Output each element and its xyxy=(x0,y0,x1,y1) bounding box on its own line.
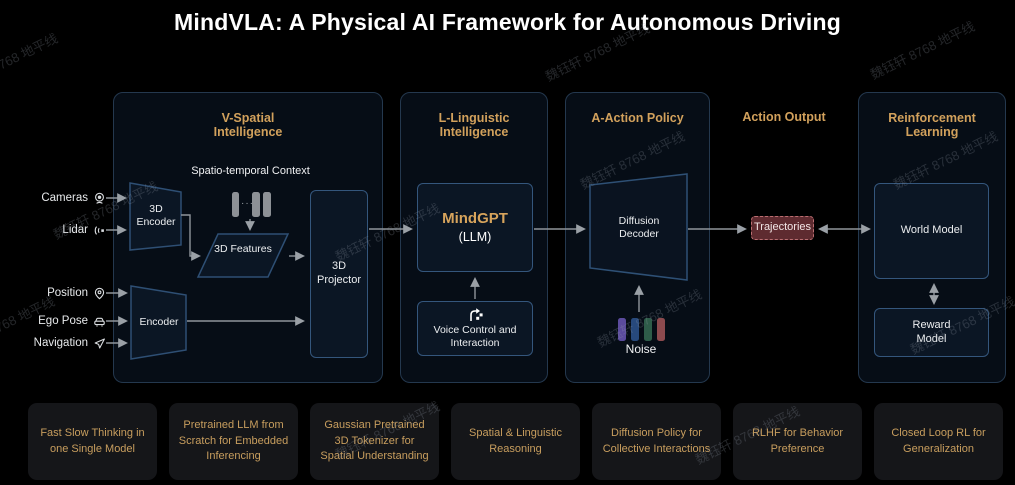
input-ego-pose: Ego Pose xyxy=(0,312,106,330)
panel-title-spatial: V-Spatial Intelligence xyxy=(213,111,283,140)
input-navigation: Navigation xyxy=(0,334,106,352)
takeaway-card: Gaussian Pretrained 3D Tokenizer for Spa… xyxy=(310,403,439,480)
noise-bar-purple xyxy=(618,318,626,341)
navigation-icon xyxy=(93,337,106,350)
mindgpt-sub-label: (LLM) xyxy=(458,229,492,244)
context-bar xyxy=(263,192,271,217)
takeaway-card: Spatial & Linguistic Reasoning xyxy=(451,403,580,480)
takeaway-card: Closed Loop RL for Generalization xyxy=(874,403,1003,480)
car-icon xyxy=(93,315,106,328)
spatio-temporal-context-label: Spatio-temporal Context xyxy=(191,165,310,177)
panel-title-linguistic: L-Linguistic Intelligence xyxy=(438,111,510,140)
action-output-title: Action Output xyxy=(742,110,826,124)
voice-control-label: Voice Control and Interaction xyxy=(433,323,517,349)
page-title: MindVLA: A Physical AI Framework for Aut… xyxy=(174,9,841,35)
voice-interaction-icon xyxy=(467,307,484,322)
takeaway-card: Diffusion Policy for Collective Interact… xyxy=(592,403,721,480)
features-3d-shape xyxy=(196,233,290,278)
diffusion-decoder-label: Diffusion Decoder xyxy=(618,215,660,241)
projector-3d-node: 3D Projector xyxy=(310,190,368,358)
voice-control-node: Voice Control and Interaction xyxy=(417,301,533,356)
panel-title-action: A-Action Policy xyxy=(591,111,684,125)
lidar-icon xyxy=(93,224,106,237)
trajectories-node: Trajectories xyxy=(751,216,814,240)
input-cameras: Cameras xyxy=(0,189,106,207)
noise-label: Noise xyxy=(625,342,657,356)
input-position: Position xyxy=(0,284,106,302)
encoder-shape xyxy=(130,285,187,360)
noise-bar-red xyxy=(657,318,665,341)
encoder-3d-label: 3D Encoder xyxy=(136,203,176,229)
position-pin-icon xyxy=(93,287,106,300)
takeaway-card: Pretrained LLM from Scratch for Embedded… xyxy=(169,403,298,480)
encoder-label: Encoder xyxy=(139,316,179,328)
encoder-3d-shape xyxy=(129,182,182,251)
context-bar xyxy=(232,192,239,217)
takeaway-card: Fast Slow Thinking in one Single Model xyxy=(28,403,157,480)
takeaway-card: RLHF for Behavior Preference xyxy=(733,403,862,480)
reward-model-node: Reward Model xyxy=(874,308,989,357)
context-bar xyxy=(252,192,260,217)
mindgpt-label: MindGPT xyxy=(442,209,508,227)
world-model-node: World Model xyxy=(874,183,989,279)
noise-bar-green xyxy=(644,318,652,341)
noise-bar-blue xyxy=(631,318,639,341)
mindgpt-node: MindGPT (LLM) xyxy=(417,183,533,272)
ellipsis-dots: ··· xyxy=(241,198,254,209)
footer-takeaways: Fast Slow Thinking in one Single Model P… xyxy=(28,403,1003,480)
features-3d-label: 3D Features xyxy=(214,243,272,255)
camera-icon xyxy=(93,192,106,205)
diffusion-decoder-shape xyxy=(589,173,688,281)
input-lidar: Lidar xyxy=(0,221,106,239)
panel-title-rl: Reinforcement Learning xyxy=(888,111,976,140)
